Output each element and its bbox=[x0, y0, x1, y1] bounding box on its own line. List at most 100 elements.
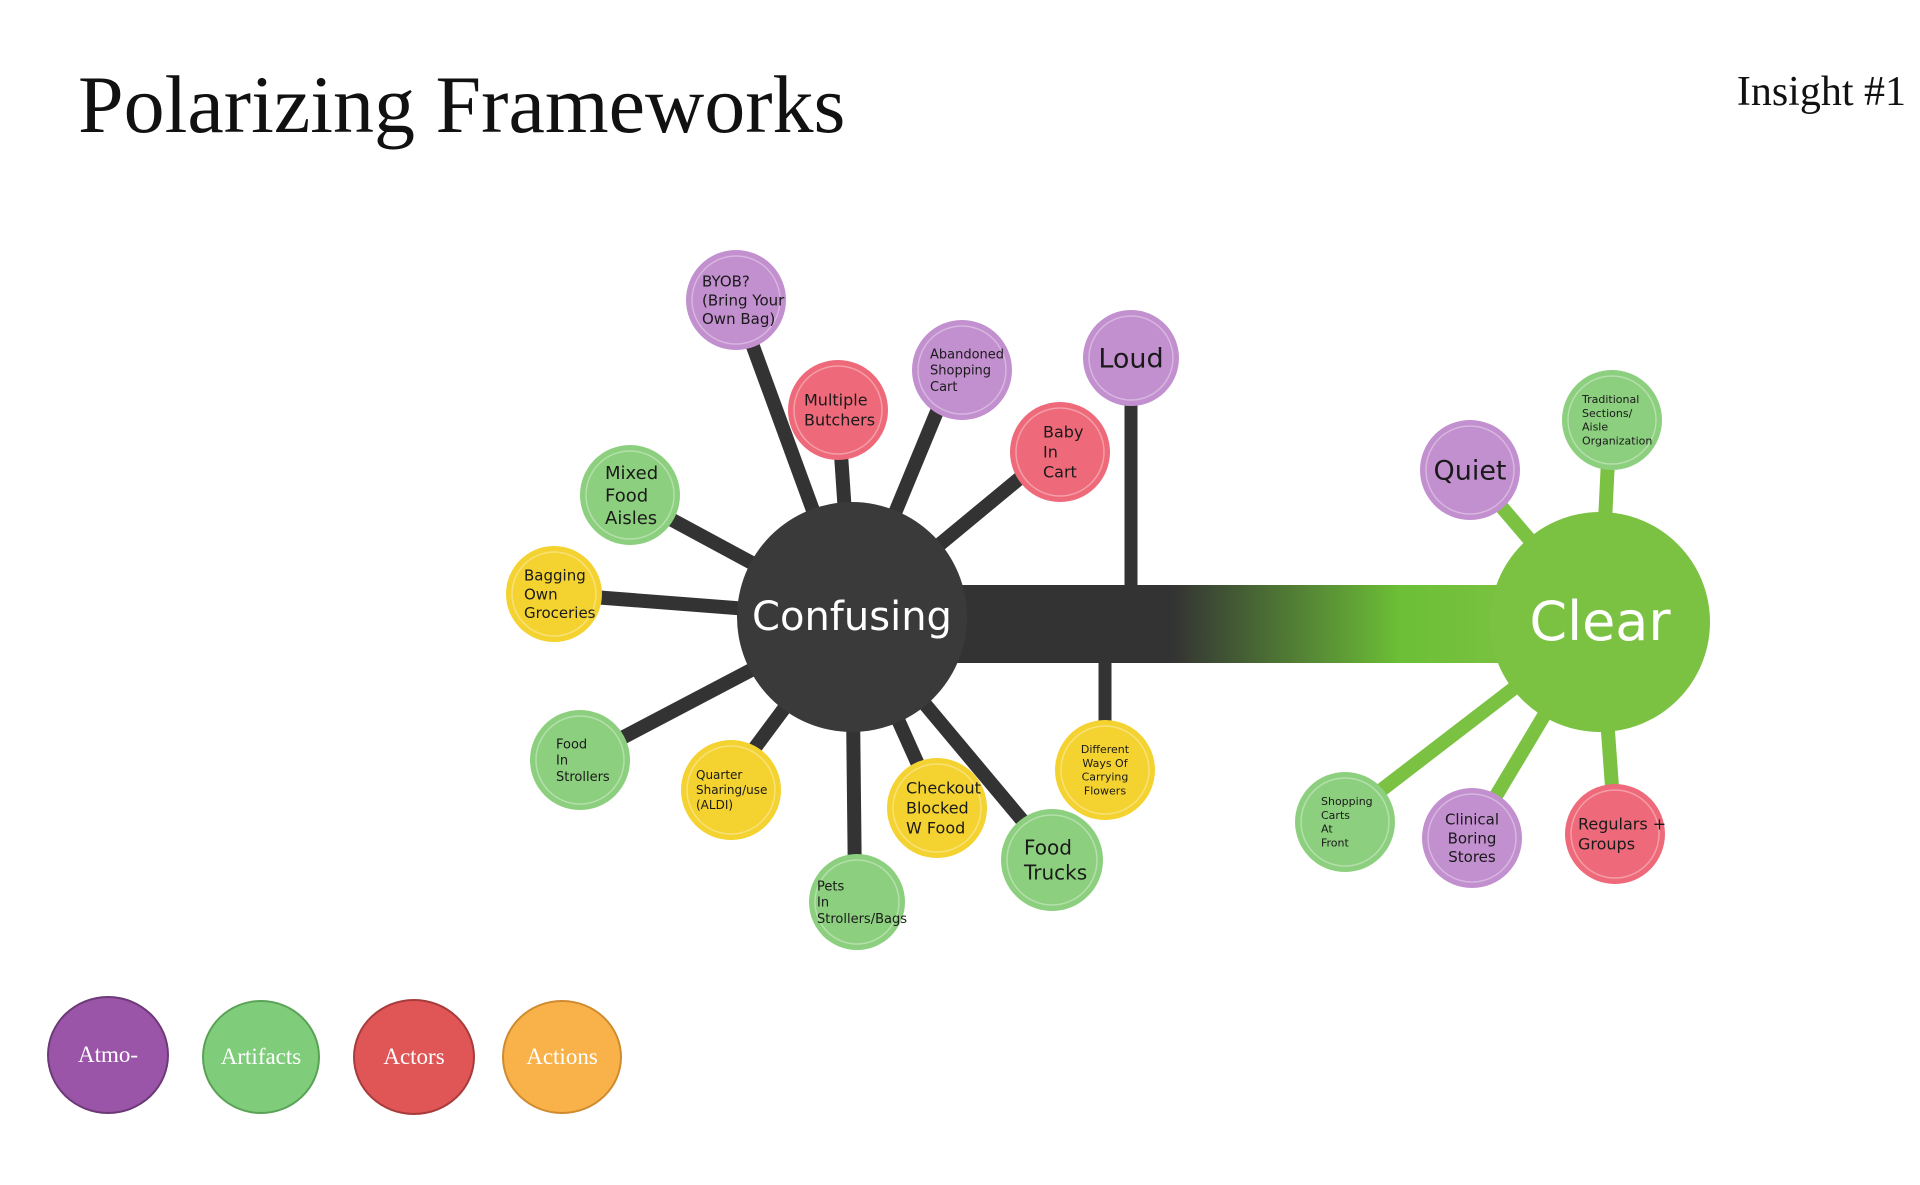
hub-confusing bbox=[737, 502, 967, 732]
node-clinical-label: Clinical bbox=[1445, 811, 1499, 829]
node-pets-ring bbox=[814, 859, 900, 945]
node-bagging-circle bbox=[506, 546, 602, 642]
node-pets-label: Strollers/Bags bbox=[817, 912, 907, 927]
legend-actors: Actors bbox=[353, 999, 475, 1115]
node-byob-ring bbox=[691, 255, 781, 345]
hub-clear-label: Clear bbox=[1529, 590, 1671, 653]
node-carts-label: At bbox=[1321, 823, 1333, 836]
node-byob-label: (Bring Your bbox=[702, 291, 785, 309]
node-bagging-label: Groceries bbox=[524, 604, 596, 622]
node-carts-ring bbox=[1300, 777, 1390, 867]
node-clinical-label: Boring bbox=[1448, 829, 1497, 847]
node-quiet-circle bbox=[1420, 420, 1520, 520]
node-baby-circle bbox=[1010, 402, 1110, 502]
node-trucks-label: Food bbox=[1024, 836, 1072, 860]
node-mixed-label: Mixed bbox=[605, 463, 658, 484]
legend-artifacts-label: Artifacts bbox=[220, 1044, 302, 1069]
page-title: Polarizing Frameworks bbox=[78, 59, 846, 150]
node-traditional-ring bbox=[1567, 375, 1657, 465]
node-quarter-ring bbox=[686, 745, 776, 835]
node-quarter-label: (ALDI) bbox=[696, 798, 733, 812]
node-mixed-ring bbox=[585, 450, 675, 540]
node-checkout-label: Checkout bbox=[906, 779, 981, 798]
node-flowers-circle bbox=[1055, 720, 1155, 820]
node-checkout-label: W Food bbox=[906, 819, 965, 838]
node-mixed-label: Food bbox=[605, 485, 648, 506]
node-flowers-label: Different bbox=[1081, 743, 1130, 756]
node-quarter-circle bbox=[681, 740, 781, 840]
node-mixed-circle bbox=[580, 445, 680, 545]
node-quiet-label: Quiet bbox=[1433, 455, 1506, 486]
node-loud-ring bbox=[1088, 315, 1174, 401]
node-quiet-ring bbox=[1425, 425, 1515, 515]
legend-actions-label: Actions bbox=[526, 1044, 598, 1069]
legend-actions: Actions bbox=[502, 1000, 622, 1114]
node-abandoned-label: Abandoned bbox=[930, 347, 1004, 362]
node-carts-label: Front bbox=[1321, 836, 1350, 849]
node-byob-circle bbox=[686, 250, 786, 350]
node-strollers-ring bbox=[535, 715, 625, 805]
node-trucks-label: Trucks bbox=[1023, 861, 1087, 885]
node-loud-label: Loud bbox=[1098, 343, 1163, 374]
node-bagging-label: Own bbox=[524, 585, 558, 603]
node-flowers-label: Carrying bbox=[1082, 771, 1129, 784]
node-clinical-label: Stores bbox=[1448, 848, 1496, 866]
node-bagging-label: Bagging bbox=[524, 567, 586, 585]
node-flowers-label: Flowers bbox=[1084, 784, 1126, 797]
node-butchers-ring bbox=[793, 365, 883, 455]
node-pets-label: In bbox=[817, 896, 829, 911]
node-abandoned-circle bbox=[912, 320, 1012, 420]
node-bagging-ring bbox=[511, 551, 597, 637]
node-regulars: Regulars +Groups bbox=[1565, 784, 1666, 884]
node-loud: Loud bbox=[1083, 310, 1179, 406]
node-baby-label: Cart bbox=[1043, 463, 1077, 482]
node-byob-label: BYOB? bbox=[702, 273, 750, 291]
node-traditional-label: Aisle bbox=[1582, 421, 1608, 434]
node-strollers-circle bbox=[530, 710, 630, 810]
hub-clear bbox=[1490, 512, 1710, 732]
node-traditional-label: Sections/ bbox=[1582, 407, 1633, 420]
node-loud-circle bbox=[1083, 310, 1179, 406]
node-clinical-ring bbox=[1427, 793, 1517, 883]
node-carts-label: Carts bbox=[1321, 809, 1350, 822]
hub-confusing-label: Confusing bbox=[752, 594, 952, 640]
node-baby-label: In bbox=[1043, 443, 1058, 462]
node-abandoned-label: Cart bbox=[930, 380, 958, 395]
node-carts-circle bbox=[1295, 772, 1395, 872]
node-quiet: Quiet bbox=[1420, 420, 1520, 520]
node-regulars-label: Groups bbox=[1578, 835, 1635, 854]
node-butchers-label: Butchers bbox=[804, 411, 875, 430]
node-baby-ring bbox=[1015, 407, 1105, 497]
node-traditional-label: Organization bbox=[1582, 434, 1652, 447]
node-checkout-circle bbox=[887, 758, 987, 858]
node-carts-label: Shopping bbox=[1321, 795, 1373, 808]
node-trucks-circle bbox=[1001, 809, 1103, 911]
node-abandoned-label: Shopping bbox=[930, 364, 991, 379]
node-butchers-circle bbox=[788, 360, 888, 460]
node-strollers-label: In bbox=[556, 754, 568, 769]
legend-atmosphere-label: Atmo- bbox=[77, 1042, 139, 1067]
node-pets-circle bbox=[809, 854, 905, 950]
node-quarter-label: Sharing/use bbox=[696, 783, 767, 797]
node-abandoned-ring bbox=[917, 325, 1007, 415]
node-mixed-label: Aisles bbox=[605, 508, 657, 529]
node-pets-label: Pets bbox=[817, 879, 844, 894]
legend-actors-label: Actors bbox=[383, 1044, 445, 1069]
node-flowers-ring bbox=[1060, 725, 1150, 815]
node-quarter-label: Quarter bbox=[696, 768, 742, 782]
node-butchers-label: Multiple bbox=[804, 391, 868, 410]
